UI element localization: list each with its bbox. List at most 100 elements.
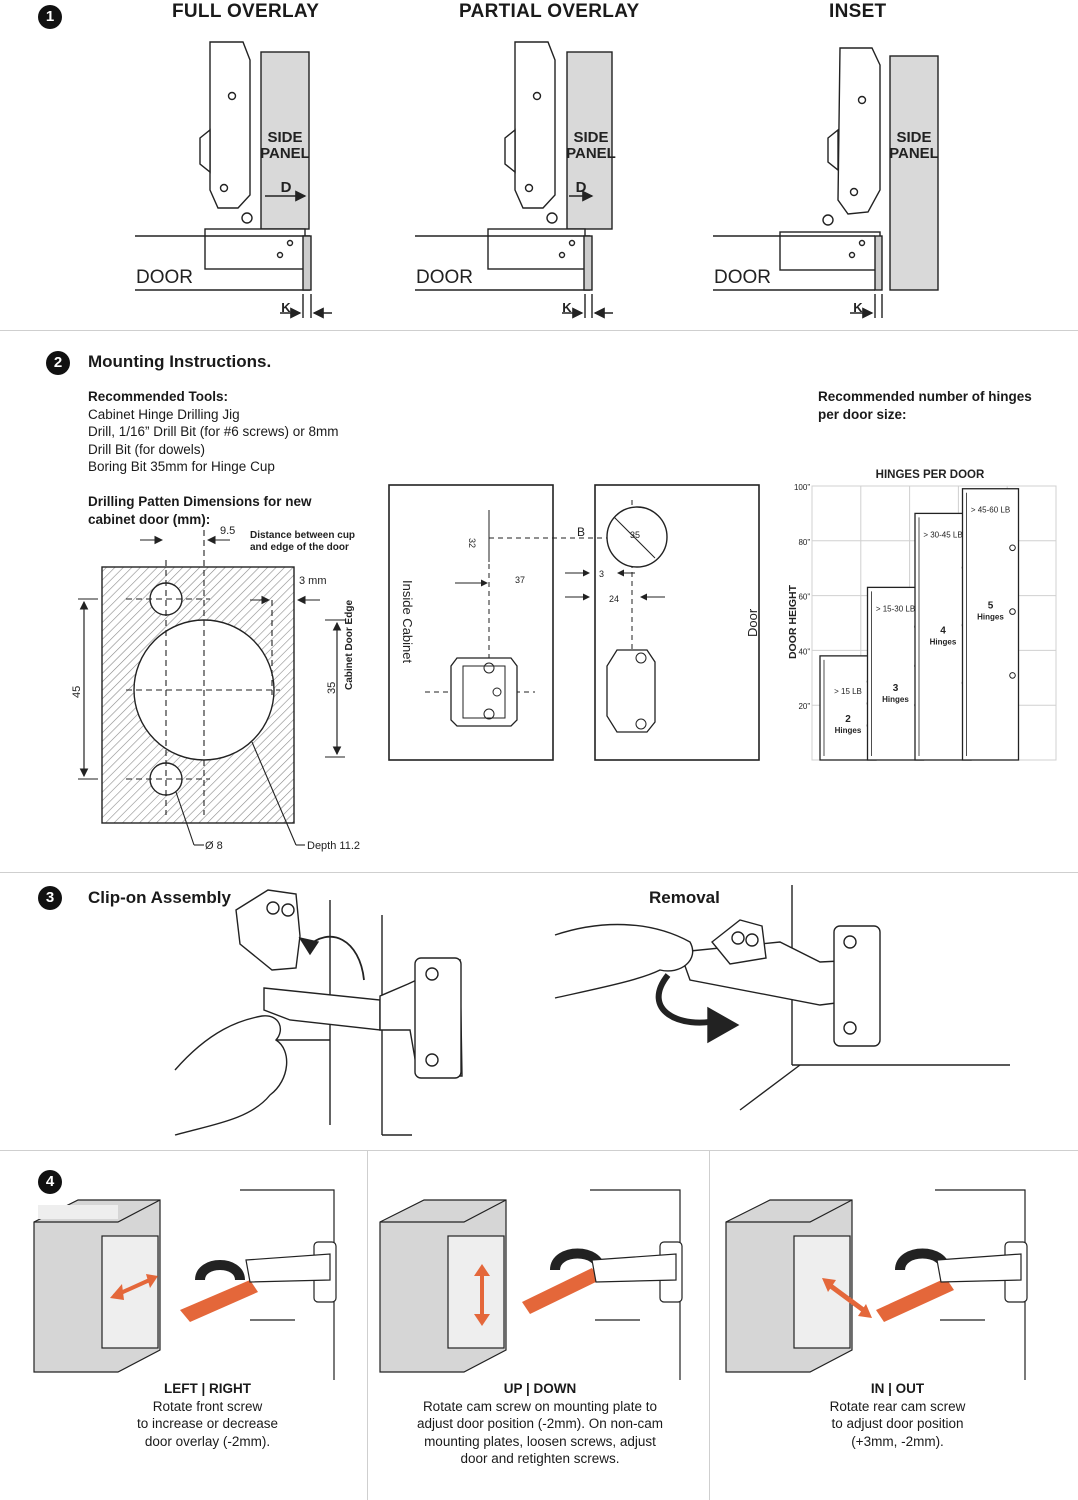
caption-line: adjust door position (-2mm). On non-cam [416,1416,664,1431]
side-panel-label: PANEL [566,145,616,162]
k-dimension: K [853,300,863,315]
caption-line: door overlay (-2mm). [144,1433,271,1449]
cabinet-door-mount-diagram: B 32 37 3 24 35 Inside Cabinet Door [388,484,760,761]
up-down-caption: UP | DOWN Rotate cam screw on mounting p… [395,1380,685,1468]
drilling-pattern-diagram: 9.5 Distance between cup and edge of the… [71,525,360,852]
clip-on-illustrations [174,885,1010,1136]
chart-bar-unit: Hinges [977,613,1004,622]
hinge-heading-line: Recommended number of hinges [818,389,1032,404]
left-right-adjustment [33,1189,337,1380]
dim-b: B [577,525,585,539]
header-full-overlay: FULL OVERLAY [172,1,320,22]
dim-24: 24 [609,594,619,604]
up-down-adjustment [379,1189,683,1380]
side-panel-label: PANEL [260,145,310,162]
chart-bar-count: 5 [988,601,994,612]
side-panel-label: SIDE [896,129,931,146]
door-label: DOOR [714,267,771,288]
step-2-badge: 2 [46,351,70,375]
removal-title: Removal [649,888,720,907]
drill-title-line: Drilling Patten Dimensions for new [88,494,312,509]
caption-title: UP | DOWN [503,1381,577,1396]
dim-37: 37 [515,575,525,585]
clip-on-assembly-illustration [174,889,463,1136]
step-1-badge: 1 [38,5,62,29]
panel-divider [709,1150,710,1500]
door-label: DOOR [416,267,473,288]
dim-depth: Depth 11.2 [307,840,360,852]
header-partial-overlay: PARTIAL OVERLAY [459,1,640,22]
chart-bar-unit: Hinges [930,637,957,646]
tools-title: Recommended Tools: [88,389,229,404]
tool-item: Cabinet Hinge Drilling Jig [88,406,240,422]
drill-title-line: cabinet door (mm): [88,511,211,527]
drilling-pattern-title: Drilling Patten Dimensions for new cabin… [88,493,312,528]
chart-bar-count: 4 [940,625,946,636]
in-out-adjustment [725,1189,1028,1380]
caption-line: mounting plates, loosen screws, adjust [424,1433,656,1449]
full-overlay-diagram [135,41,332,319]
chart-bar-hole [1009,544,1016,552]
chart-bar-category: > 30-45 LB [923,530,962,539]
cabinet-door-edge-label: Cabinet Door Edge [344,600,355,690]
chart-bar-count: 3 [893,683,899,694]
step-3-badge: 3 [38,886,62,910]
inset-diagram [713,47,939,319]
tool-item: Boring Bit 35mm for Hinge Cup [88,459,275,474]
left-right-caption: LEFT | RIGHT Rotate front screw to incre… [60,1380,355,1450]
chart-bar-hole [1009,608,1016,615]
chart-bar-unit: Hinges [835,726,862,735]
dim-35: 35 [326,682,338,694]
chart-bar-unit: Hinges [882,695,909,704]
tool-item: Drill, 1/16” Drill Bit (for #6 screws) o… [88,424,339,439]
chart-bar-count: 2 [845,714,851,725]
chart-bar-category: > 15-30 LB [876,604,915,613]
dim-3mm: 3 mm [299,575,327,587]
door-side-label: Door [745,608,760,637]
caption-line: door and retighten screws. [460,1451,620,1466]
caption-line: to increase or decrease [136,1416,279,1431]
chart-y-tick: 40” [798,647,810,656]
caption-line: to adjust door position [831,1416,964,1431]
hinges-per-door-chart: HINGES PER DOOR DOOR HEIGHT 100”80”60”40… [787,469,1057,761]
removal-illustration [554,885,1010,1111]
in-out-caption: IN | OUT Rotate rear cam screw to adjust… [750,1380,1045,1450]
chart-title: HINGES PER DOOR [876,469,985,481]
partial-overlay-diagram [415,41,613,319]
overlay-diagrams: SIDE PANEL SIDE PANEL SIDE PANEL D D K K… [135,41,939,319]
inside-cabinet-label: Inside Cabinet [400,580,415,663]
section-divider [0,1150,1078,1151]
chart-y-tick: 20” [798,702,810,711]
chart-bar [819,655,877,761]
mounting-instructions-title: Mounting Instructions. [88,352,272,371]
hinge-heading-line: per door size: [818,406,907,422]
chart-bar [866,586,925,761]
caption-line: Rotate front screw [152,1398,263,1414]
panel-divider [367,1150,368,1500]
caption-line: Rotate rear cam screw [829,1398,966,1414]
chart-y-tick: 100” [794,483,810,492]
dim-distance-note: Distance between cup [250,530,355,541]
chart-bar [961,488,1020,761]
dim-9-5: 9.5 [220,525,235,537]
section-divider [0,330,1078,331]
chart-bar-category: > 45-60 LB [971,506,1010,515]
dim-distance-note: and edge of the door [250,542,349,553]
hinge-chart-heading: Recommended number of hinges per door si… [818,388,1032,423]
chart-bar-hole [1009,672,1016,679]
chart-y-axis-label: DOOR HEIGHT [787,584,799,659]
k-dimension: K [562,300,572,315]
d-dimension: D [281,179,292,196]
side-panel-label: PANEL [889,145,939,162]
step-4-badge: 4 [38,1170,62,1194]
chart-y-tick: 60” [798,593,810,602]
caption-line: (+3mm, -2mm). [851,1433,944,1449]
header-inset: INSET [829,1,887,22]
dim-45: 45 [71,686,83,698]
caption-line: Rotate cam screw on mounting plate to [422,1398,658,1414]
clip-on-assembly-title: Clip-on Assembly [88,888,231,907]
k-dimension: K [281,300,291,315]
section-divider [0,872,1078,873]
side-panel-label: SIDE [573,129,608,146]
d-dimension: D [576,179,587,196]
